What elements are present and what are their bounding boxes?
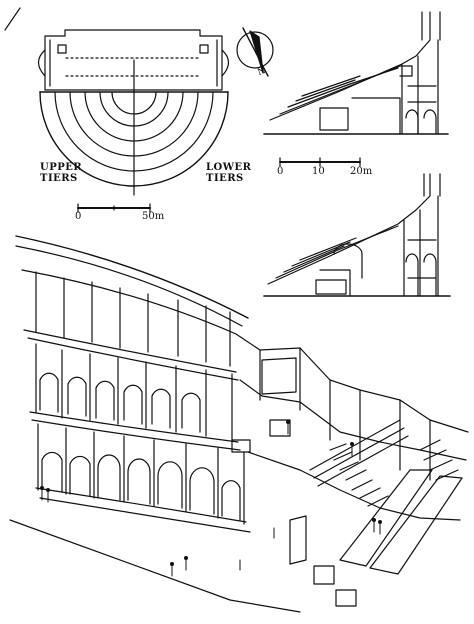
lower-tiers-line-2: TIERS [206, 173, 244, 184]
upper-tiers-line-1: UPPER [40, 162, 83, 173]
section-scale-start: 0 [277, 166, 284, 177]
section-upper [263, 11, 449, 135]
plan-cavea [39, 59, 229, 196]
human-figures [40, 420, 382, 577]
cutaway-interior [231, 333, 469, 607]
upper-tiers-label: UPPER TIERS [40, 162, 82, 184]
plan-stage-building [37, 29, 230, 91]
plan-scale-end: 50m [142, 211, 165, 222]
compass-rose [236, 27, 274, 77]
corner-mark [4, 7, 21, 31]
plan-scale-start: 0 [75, 211, 82, 222]
upper-tiers-line-2: TIERS [40, 173, 78, 184]
lower-tiers-line-1: LOWER [206, 162, 252, 173]
plan-scale-bar [77, 203, 151, 213]
lower-tiers-label: LOWER TIERS [206, 162, 251, 184]
section-scale-bar [279, 157, 361, 167]
section-scale-mid: 10 [312, 166, 325, 177]
section-lower [263, 173, 451, 297]
cutaway-facade [9, 235, 301, 613]
section-scale-end: 20m [350, 166, 373, 177]
